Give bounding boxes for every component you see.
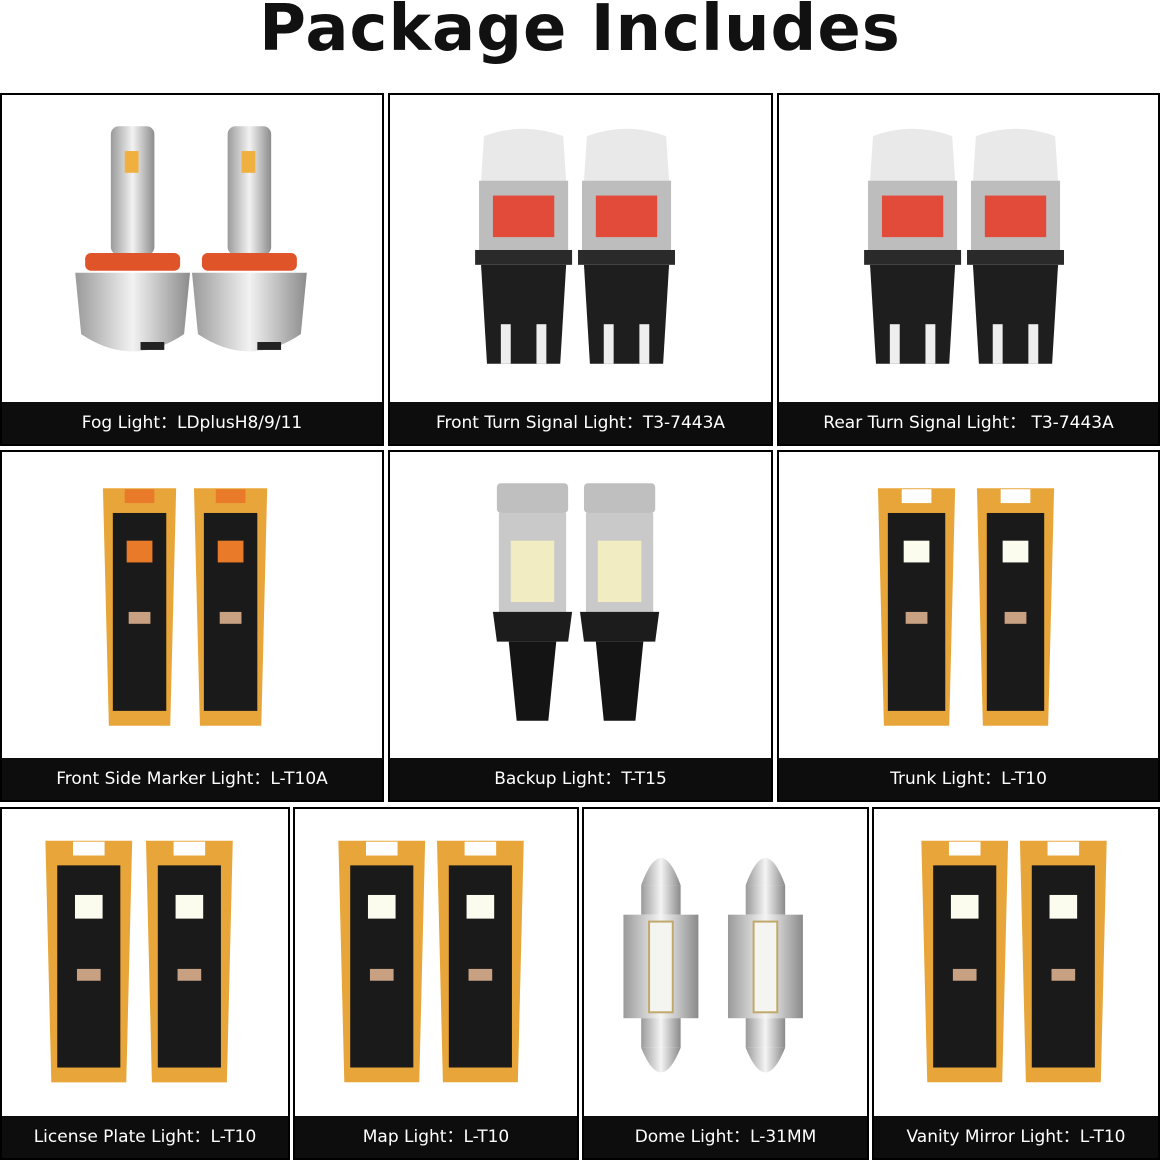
t10-amber-bulb-icon	[2, 452, 382, 758]
product-caption: Rear Turn Signal Light： T3-7443A	[779, 402, 1158, 444]
t10-white-bulb-icon	[295, 809, 577, 1116]
product-cell-vanity-mirror: Vanity Mirror Light：L-T10	[872, 807, 1160, 1160]
t10-white-bulb-icon	[779, 452, 1158, 758]
product-caption: Vanity Mirror Light：L-T10	[874, 1116, 1158, 1158]
t10-white-bulb-icon	[2, 809, 288, 1116]
turn-signal-bulb-icon	[390, 95, 771, 402]
product-caption: Map Light：L-T10	[295, 1116, 577, 1158]
page-title: Package Includes	[259, 0, 901, 66]
turn-signal-bulb-icon	[779, 95, 1158, 402]
product-cell-map-light: Map Light：L-T10	[293, 807, 579, 1160]
product-cell-front-side-marker: Front Side Marker Light：L-T10A	[0, 450, 384, 802]
product-caption: Front Turn Signal Light：T3-7443A	[390, 402, 771, 444]
product-cell-rear-turn-signal: Rear Turn Signal Light： T3-7443A	[777, 93, 1160, 446]
t15-backup-bulb-icon	[390, 452, 771, 758]
product-cell-fog-light: Fog Light：LDplusH8/9/11	[0, 93, 384, 446]
product-caption: Trunk Light：L-T10	[779, 758, 1158, 800]
t10-white-bulb-icon	[874, 809, 1158, 1116]
festoon-dome-bulb-icon	[584, 809, 867, 1116]
product-cell-dome-light: Dome Light：L-31MM	[582, 807, 869, 1160]
product-cell-trunk-light: Trunk Light：L-T10	[777, 450, 1160, 802]
product-caption: Dome Light：L-31MM	[584, 1116, 867, 1158]
product-caption: License Plate Light：L-T10	[2, 1116, 288, 1158]
product-cell-license-plate: License Plate Light：L-T10	[0, 807, 290, 1160]
product-caption: Backup Light：T-T15	[390, 758, 771, 800]
product-caption: Fog Light：LDplusH8/9/11	[2, 402, 382, 444]
led-headlight-bulb-icon	[2, 95, 382, 402]
product-cell-backup-light: Backup Light：T-T15	[388, 450, 773, 802]
product-caption: Front Side Marker Light：L-T10A	[2, 758, 382, 800]
product-cell-front-turn-signal: Front Turn Signal Light：T3-7443A	[388, 93, 773, 446]
